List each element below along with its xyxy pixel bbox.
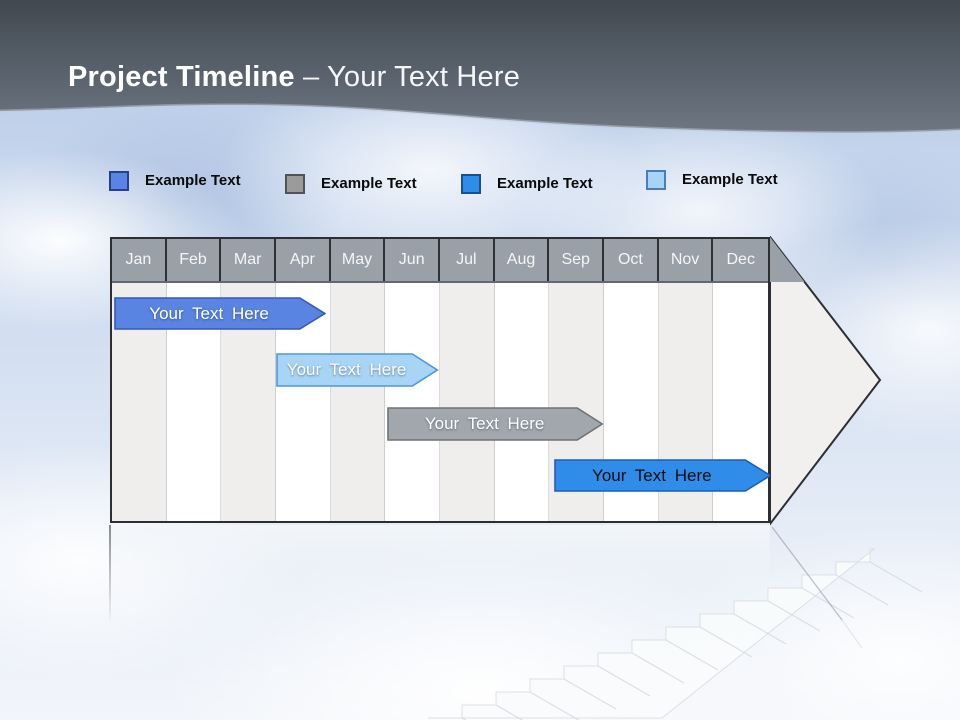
month-column-mar: [221, 239, 277, 521]
month-label-feb: Feb: [167, 239, 222, 281]
legend-swatch-4: [646, 169, 666, 190]
month-label-aug: Aug: [495, 239, 550, 281]
bar-arrow-shape: [113, 297, 327, 330]
timeline-arrowhead: [770, 236, 882, 526]
month-label-jan: Jan: [112, 239, 167, 281]
month-column-jan: [112, 239, 167, 521]
month-column-jul: [440, 239, 495, 521]
legend-swatch-1: [109, 170, 129, 191]
timeline-bar-4[interactable]: Your Text Here: [553, 459, 772, 492]
staircase-graphic: [428, 548, 923, 720]
legend-label-4: Example Text: [682, 171, 778, 188]
legend-swatch-2: [285, 173, 305, 194]
bar-arrow-shape: [387, 407, 604, 441]
timeline-bar-1[interactable]: Your Text Here: [113, 297, 327, 330]
legend-swatch-3: [461, 173, 481, 194]
timeline-reflection-edge: [109, 525, 111, 625]
month-label-jun: Jun: [385, 239, 441, 281]
legend-label-1: Example Text: [145, 172, 241, 189]
bar-label: Your Text Here: [592, 465, 712, 485]
bar-arrow-shape: [276, 353, 439, 387]
bar-label: Your Text Here: [149, 303, 269, 323]
legend-label-2: Example Text: [321, 175, 417, 192]
slide-title: Project Timeline – Your Text Here: [68, 61, 520, 94]
timeline-bar-3[interactable]: Your Text Here: [387, 407, 604, 441]
legend-item-2[interactable]: Example Text: [285, 172, 417, 195]
legend-item-1[interactable]: Example Text: [109, 169, 241, 192]
month-column-feb: [166, 239, 222, 521]
bar-arrow-shape: [553, 459, 772, 492]
title-main: Project Timeline: [68, 61, 295, 93]
legend-label-3: Example Text: [497, 175, 593, 192]
month-label-oct: Oct: [604, 239, 659, 281]
month-label-sep: Sep: [549, 239, 605, 281]
legend-item-3[interactable]: Example Text: [461, 172, 593, 195]
month-label-dec: Dec: [726, 251, 755, 268]
legend-item-4[interactable]: Example Text: [646, 168, 778, 191]
title-suffix: – Your Text Here: [302, 61, 521, 93]
month-label-may: May: [331, 239, 386, 281]
header-banner: [0, 0, 960, 135]
month-label-apr: Apr: [276, 239, 331, 281]
month-label-mar: Mar: [221, 239, 277, 281]
bar-label: Your Text Here: [424, 414, 545, 433]
bar-label: Your Text Here: [286, 360, 407, 379]
month-column-aug: [494, 239, 550, 521]
timeline-reflection: [110, 525, 770, 610]
month-label-jul: Jul: [440, 239, 495, 281]
timeline-bar-2[interactable]: Your Text Here: [276, 353, 439, 387]
month-label-nov: Nov: [659, 239, 714, 281]
